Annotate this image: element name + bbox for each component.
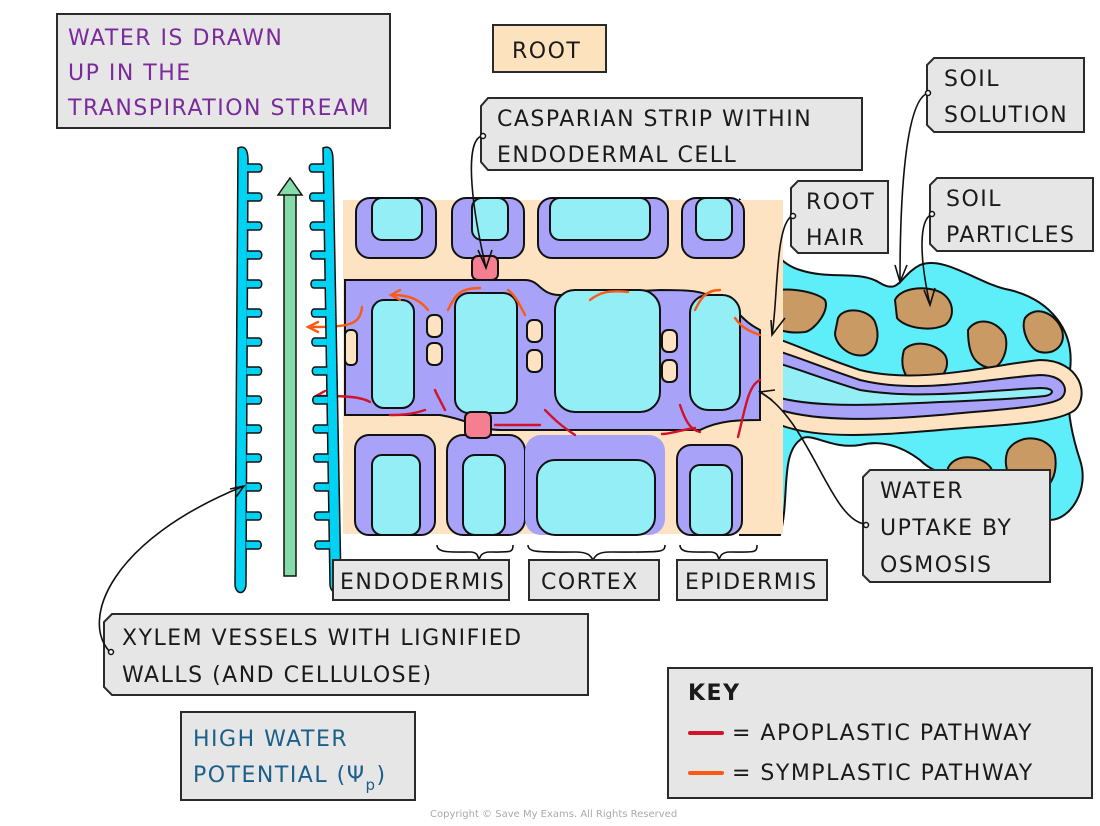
copyright-text: Copyright © Save My Exams. All Rights Re…	[430, 809, 677, 820]
root-hair-line-2: HAIR	[806, 226, 865, 251]
key-legend: KEY = APOPLASTIC PATHWAY = SYMPLASTIC PA…	[667, 667, 1093, 799]
xylem-pit	[311, 337, 327, 347]
epidermis-label: EPIDERMIS	[676, 559, 828, 601]
cortex-label: CORTEX	[528, 559, 660, 601]
casparian-strip-bottom	[464, 411, 492, 439]
high-water-potential-label: HIGH WATER POTENTIAL (Ψp)	[180, 711, 416, 801]
transpiration-stream-label: WATER IS DRAWN UP IN THE TRANSPIRATION S…	[56, 13, 391, 129]
soil-solution-label: SOIL SOLUTION	[926, 57, 1085, 133]
xylem-pit	[308, 163, 325, 173]
xylem-pit	[310, 308, 327, 318]
cortex-text: CORTEX	[541, 570, 639, 595]
transpiration-line-2: UP IN THE	[68, 61, 192, 86]
xylem-pit	[313, 511, 330, 521]
high-water-potential-line-1: HIGH WATER	[193, 727, 348, 752]
xylem-pit	[246, 424, 263, 434]
soil-particles-line-1: SOIL	[946, 187, 1002, 212]
xylem-pit	[246, 279, 263, 289]
epidermis-text: EPIDERMIS	[685, 570, 818, 595]
xylem-pit	[246, 163, 263, 173]
soil-particles-label: SOIL PARTICLES	[929, 177, 1094, 252]
xylem-pit	[246, 511, 263, 521]
xylem-pit	[313, 482, 330, 492]
water-uptake-line-3: OSMOSIS	[880, 553, 993, 578]
xylem-pit	[314, 540, 330, 550]
water-uptake-line-1: WATER	[880, 479, 964, 504]
xylem-pit	[310, 279, 327, 289]
xylem-pit	[246, 221, 263, 231]
xylem-pit	[246, 192, 263, 202]
xylem-pit	[246, 308, 263, 318]
transpiration-line-1: WATER IS DRAWN	[68, 26, 283, 51]
root-cell-tissue	[343, 197, 783, 536]
transpiration-line-3: TRANSPIRATION STREAM	[67, 96, 370, 121]
water-uptake-label: WATER UPTAKE BY OSMOSIS	[862, 469, 1051, 583]
key-title: KEY	[688, 681, 741, 706]
xylem-pit	[246, 453, 263, 463]
xylem-vessel-left	[234, 146, 263, 594]
xylem-pit	[246, 337, 263, 347]
root-title-text: ROOT	[512, 39, 581, 64]
key-apoplastic-label: = APOPLASTIC PATHWAY	[732, 721, 1033, 746]
xylem-pit	[312, 395, 328, 405]
xylem-pit	[312, 424, 329, 434]
symplastic-pathway-arrows	[305, 286, 762, 337]
xylem-line-1: XYLEM VESSELS WITH LIGNIFIED	[122, 626, 523, 651]
xylem-pit	[246, 250, 263, 260]
xylem-pit	[309, 250, 326, 260]
soil-particles-line-2: PARTICLES	[946, 223, 1076, 248]
xylem-pit	[246, 482, 263, 492]
soil-particle	[966, 320, 1008, 370]
endodermis-label: ENDODERMIS	[332, 559, 510, 601]
xylem-pit	[308, 192, 325, 202]
transpiration-arrow	[276, 176, 304, 577]
root-title: ROOT	[492, 24, 607, 73]
apoplastic-pathway-arrows	[313, 378, 762, 439]
xylem-pit	[246, 366, 263, 376]
high-water-potential-line-2: POTENTIAL (Ψp)	[193, 763, 387, 794]
xylem-line-2: WALLS (AND CELLULOSE)	[122, 663, 433, 688]
xylem-pit	[246, 540, 262, 550]
soil-particle	[893, 287, 953, 330]
soil-solution-line-2: SOLUTION	[944, 103, 1068, 128]
casparian-strip-label: CASPARIAN STRIP WITHIN ENDODERMAL CELL	[480, 97, 863, 171]
soil-particle	[1022, 310, 1064, 354]
root-hair-line-1: ROOT	[806, 190, 875, 215]
water-uptake-line-2: UPTAKE BY	[880, 516, 1012, 541]
xylem-pit	[311, 366, 328, 376]
casparian-line-2: ENDODERMAL CELL	[497, 143, 737, 168]
xylem-pit	[309, 221, 326, 231]
endodermis-text: ENDODERMIS	[340, 570, 505, 595]
xylem-pit	[312, 453, 329, 463]
root-hair-label: ROOT HAIR	[790, 180, 889, 254]
casparian-strip-top	[471, 255, 499, 281]
soil-solution-line-1: SOIL	[944, 67, 1000, 92]
casparian-line-1: CASPARIAN STRIP WITHIN	[497, 107, 812, 132]
pointer-lines	[98, 89, 936, 656]
key-symplastic-label: = SYMPLASTIC PATHWAY	[732, 761, 1034, 786]
xylem-vessels-label: XYLEM VESSELS WITH LIGNIFIED WALLS (AND …	[103, 613, 589, 696]
xylem-vessel-right	[308, 146, 342, 594]
soil-particle	[833, 309, 879, 357]
root-hair	[739, 328, 1083, 436]
region-braces	[436, 544, 758, 563]
xylem-pit	[246, 395, 263, 405]
